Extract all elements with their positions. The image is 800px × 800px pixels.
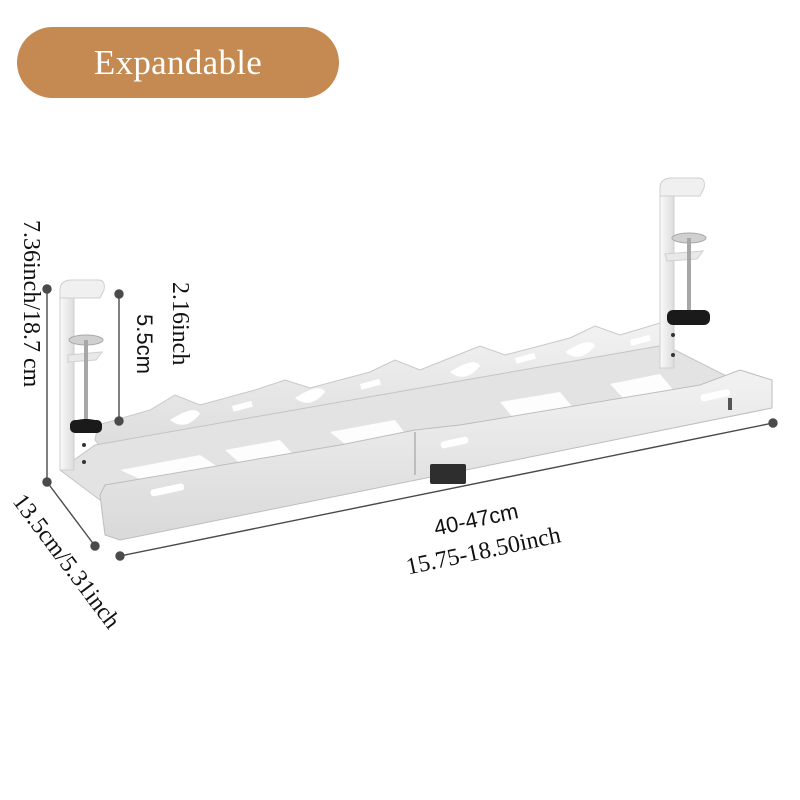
tray-front-wall xyxy=(99,369,773,541)
badge-label: Expandable xyxy=(93,42,263,82)
dimension-lines xyxy=(42,284,778,561)
right-adjustment-knob xyxy=(667,310,710,325)
clamp-dim-top-dot xyxy=(114,289,124,299)
expandable-badge: Expandable xyxy=(17,27,339,98)
depth-dim-end-dot xyxy=(90,541,100,551)
clamp-dim-bottom-dot xyxy=(114,416,124,426)
left-clamp-bracket xyxy=(59,279,105,471)
center-lock-knob xyxy=(430,464,466,484)
left-adjustment-knob xyxy=(70,420,102,433)
clamp-opening-inch-label: 2.16inch xyxy=(167,282,193,366)
clamp-opening-cm-label: 5.5cm xyxy=(132,314,157,374)
length-dim-right-dot xyxy=(768,418,778,428)
height-dimension-label: 7.36inch/18.7 cm xyxy=(18,220,44,388)
right-clamp-bracket xyxy=(659,177,710,369)
length-dim-left-dot xyxy=(115,551,125,561)
height-dim-top-dot xyxy=(42,284,52,294)
